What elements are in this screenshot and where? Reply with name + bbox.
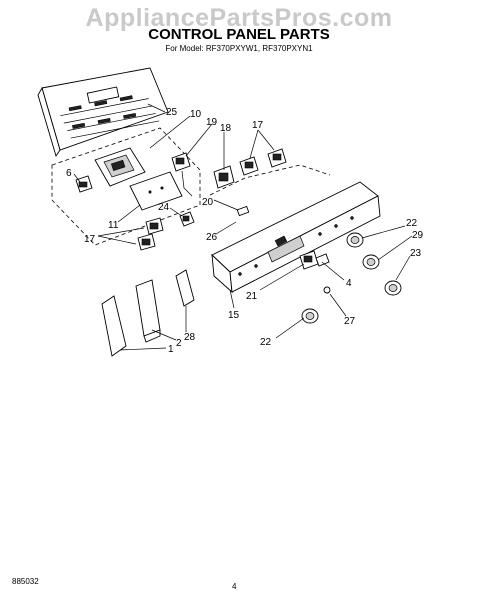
callout-22-upper: 22 <box>406 218 418 229</box>
watermark: AppliancePartsPros.com <box>85 4 393 32</box>
document-number: 885032 <box>12 577 39 586</box>
surface-switch-upper <box>239 148 287 176</box>
indicator-switch <box>171 152 193 197</box>
terminal-block <box>75 175 93 193</box>
callout-17-upper: 17 <box>252 120 264 131</box>
control-knob-22-lower <box>301 308 319 324</box>
diagram-title: CONTROL PANEL PARTS <box>148 26 330 43</box>
callout-19: 19 <box>206 117 218 128</box>
callout-20: 20 <box>202 197 214 208</box>
callout-27: 27 <box>344 316 356 327</box>
surface-switch-lower <box>137 217 164 251</box>
callout-1: 1 <box>168 344 174 355</box>
callout-28: 28 <box>184 332 196 343</box>
control-knob-23 <box>384 280 402 296</box>
callout-18: 18 <box>220 123 232 134</box>
light-switch <box>179 211 195 227</box>
callout-17-lower: 17 <box>84 234 96 245</box>
callout-25: 25 <box>166 107 178 118</box>
callout-24: 24 <box>158 202 170 213</box>
infinite-switch <box>213 165 235 189</box>
control-knob-22 <box>346 232 364 248</box>
callout-22-lower: 22 <box>260 337 272 348</box>
control-panel-housing <box>211 181 381 294</box>
knob-spring <box>323 286 331 294</box>
control-knob-29 <box>362 254 380 270</box>
clock-timer <box>94 147 146 187</box>
callout-6: 6 <box>66 168 72 179</box>
callout-labels: 25 10 19 18 17 6 11 17 24 26 20 22 29 23… <box>66 107 424 355</box>
callout-4: 4 <box>346 278 352 289</box>
end-cap-right <box>175 269 195 307</box>
page-number: 4 <box>232 582 237 591</box>
callout-15: 15 <box>228 310 240 321</box>
callout-11: 11 <box>108 220 119 231</box>
model-subtitle: For Model: RF370PXYW1, RF370PXYN1 <box>165 44 313 53</box>
callout-10: 10 <box>190 109 202 120</box>
callout-29: 29 <box>412 230 424 241</box>
backguard-panel <box>37 67 169 158</box>
knob-insert <box>315 253 330 267</box>
leader-lines <box>73 103 413 351</box>
clip <box>236 205 250 217</box>
callout-26: 26 <box>206 232 218 243</box>
timer-assembly-boundary <box>51 127 201 246</box>
timer-overlay <box>129 171 183 211</box>
callout-23: 23 <box>410 248 422 259</box>
callout-2: 2 <box>176 338 182 349</box>
end-cap-left <box>101 295 127 357</box>
side-bracket <box>135 279 161 343</box>
callout-21: 21 <box>246 291 258 302</box>
